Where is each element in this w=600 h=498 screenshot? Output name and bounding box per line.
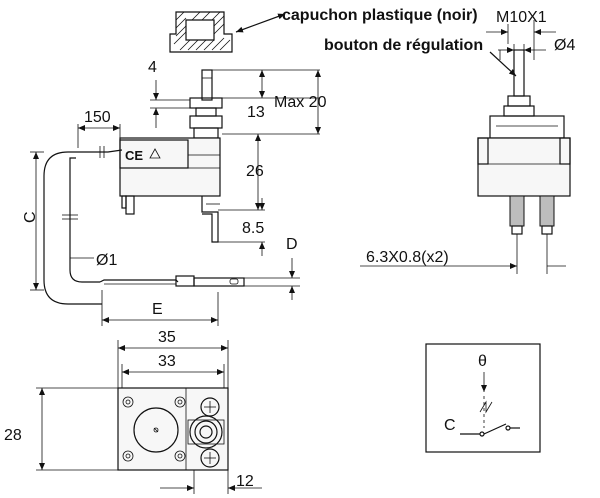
shaft-diameter-label: Ø4 [554, 37, 575, 54]
bottom-view-dimensions: 35 33 28 12 [4, 329, 262, 494]
dim-13-label: 13 [247, 104, 265, 121]
terminals-label: 6.3X0.8(x2) [366, 249, 449, 266]
dim-e-label: E [152, 301, 163, 318]
dim-12-label: 12 [236, 473, 254, 490]
dim-c-label: C [22, 211, 39, 223]
thermostat-side-view: CE [43, 69, 245, 305]
dim-150-label: 150 [84, 109, 111, 126]
plastic-cap [169, 11, 233, 53]
cap-label: capuchon plastique (noir) [282, 7, 478, 24]
contact-c-label: C [444, 417, 456, 434]
knob-label: bouton de régulation [324, 37, 483, 54]
ce-mark: CE [125, 148, 143, 163]
dim-35-label: 35 [158, 329, 176, 346]
contact-schematic: θ C [425, 343, 541, 453]
thread-label: M10X1 [496, 9, 547, 26]
dim-dia1-label: Ø1 [96, 252, 117, 269]
theta-label: θ [478, 353, 487, 370]
dim-4-label: 4 [148, 59, 157, 76]
front-view-dimensions: M10X1 Ø4 bouton de régulation 6.3X0.8(x2… [324, 9, 575, 269]
dim-max20-label: Max 20 [274, 94, 327, 111]
dim-28-label: 28 [4, 427, 22, 444]
side-view-dimensions: 4 150 13 Max 20 26 8.5 C Ø1 D [22, 59, 327, 326]
thermostat-front-view [477, 49, 571, 274]
thermostat-bottom-view [117, 387, 229, 471]
dim-8-5-label: 8.5 [242, 220, 264, 237]
dim-33-label: 33 [158, 353, 176, 370]
dim-26-label: 26 [246, 163, 264, 180]
dim-d-label: D [286, 236, 298, 253]
